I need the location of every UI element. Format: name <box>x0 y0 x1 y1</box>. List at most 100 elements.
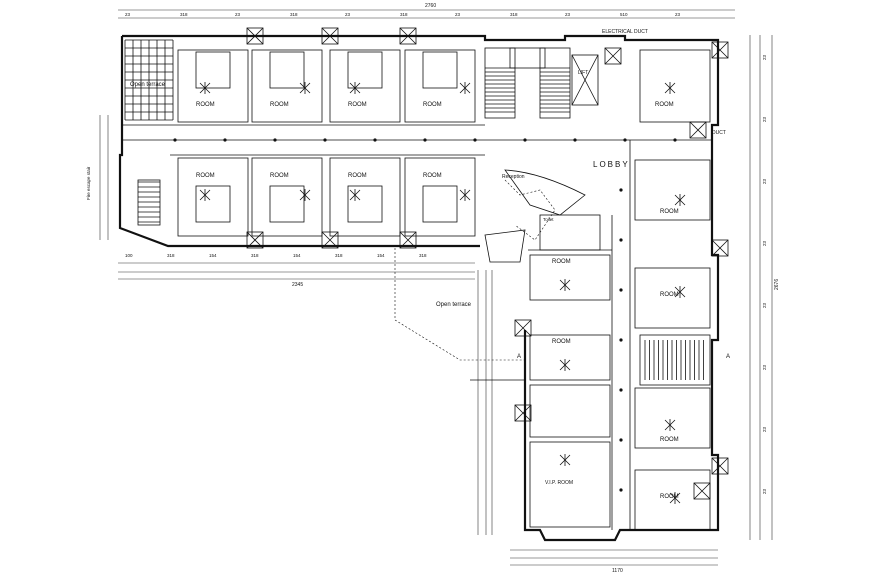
toilet <box>195 51 231 89</box>
room <box>634 159 711 221</box>
bottom-dim-value: 318 <box>167 253 175 258</box>
room <box>329 157 401 237</box>
room-label: ROOM <box>660 494 679 500</box>
top-dim-value: 23 <box>455 12 461 17</box>
light-dot <box>619 238 623 242</box>
light-dot <box>373 138 377 142</box>
room <box>177 49 249 123</box>
lobby-label: LOBBY <box>593 160 630 169</box>
room-label: ROOM <box>552 339 571 345</box>
top-dim-value: 23 <box>235 12 241 17</box>
duct-cross <box>514 404 532 422</box>
electrical-duct-label: ELECTRICAL DUCT <box>602 29 648 35</box>
duct-cross <box>321 27 339 45</box>
room-label: ROOM <box>196 173 215 179</box>
duct-cross <box>514 319 532 337</box>
bottom-dim-value: 318 <box>335 253 343 258</box>
light-dot <box>173 138 177 142</box>
bottom-dim-value: 154 <box>209 253 217 258</box>
toilet <box>347 185 383 223</box>
room <box>529 254 611 301</box>
ceiling-fans <box>199 82 686 504</box>
room <box>251 157 323 237</box>
light-dot <box>423 138 427 142</box>
duct-cross <box>711 239 729 257</box>
room-label: ROOM <box>423 173 442 179</box>
main-stair <box>484 47 571 119</box>
open-terrace-label: Open terrace <box>130 82 166 88</box>
room <box>404 49 476 123</box>
right-dim-value: 23 <box>762 364 767 370</box>
duct-box <box>604 47 622 65</box>
bottom-dim-value: 100 <box>125 253 133 258</box>
right-dim-value: 23 <box>762 178 767 184</box>
room <box>529 384 611 438</box>
top-dim-value: 23 <box>125 12 131 17</box>
vip-room-label: V.I.P. ROOM <box>545 480 573 486</box>
toilet <box>269 51 305 89</box>
room <box>529 334 611 381</box>
light-dot <box>523 138 527 142</box>
right-dim-value: 23 <box>762 54 767 60</box>
toilet <box>269 185 305 223</box>
duct-cross <box>399 27 417 45</box>
lobby: LOBBY Reception Toilet <box>484 160 630 263</box>
lift: LIFT <box>571 54 599 106</box>
duct-box <box>321 231 339 249</box>
room-label: ROOM <box>196 102 215 108</box>
light-dot <box>223 138 227 142</box>
light-dot <box>573 138 577 142</box>
duct-boxes <box>246 27 729 500</box>
top-dim-value: 23 <box>675 12 681 17</box>
light-dot <box>619 288 623 292</box>
room <box>329 49 401 123</box>
dim-total-right: 2676 <box>774 279 780 290</box>
top-dim-value: 510 <box>620 12 628 17</box>
top-dim-value: 23 <box>345 12 351 17</box>
toilet <box>195 185 231 223</box>
light-dot <box>619 188 623 192</box>
duct-cross <box>711 41 729 59</box>
building-outline <box>118 34 720 542</box>
light-dot <box>473 138 477 142</box>
duct-cross <box>246 231 264 249</box>
duct-cross <box>689 121 707 139</box>
toilet <box>422 185 458 223</box>
fire-escape-stair: Fire escape stair <box>86 166 161 226</box>
top-dim-value: 318 <box>400 12 408 17</box>
top-dim-value: 318 <box>180 12 188 17</box>
light-dot <box>623 138 627 142</box>
room-label: ROOM <box>348 102 367 108</box>
room-label: ROOM <box>270 102 289 108</box>
right-dim-value: 23 <box>762 116 767 122</box>
dim-total-top: 2760 <box>425 3 436 9</box>
room-label: ROOM <box>348 173 367 179</box>
middle-row-rooms: ROOM ROOM ROOM ROOM <box>177 157 476 237</box>
duct-box <box>514 404 532 422</box>
light-dot <box>673 138 677 142</box>
room-label: ROOM <box>423 102 442 108</box>
room <box>634 387 711 449</box>
room-label: ROOM <box>552 259 571 265</box>
duct-box <box>246 27 264 45</box>
toilet <box>347 51 383 89</box>
bottom-dim-value: 318 <box>419 253 427 258</box>
fire-escape-label: Fire escape stair <box>86 166 91 200</box>
duct-box <box>689 121 707 139</box>
open-terrace-label-2: Open terrace <box>436 302 472 308</box>
duct-box <box>514 319 532 337</box>
room-label: ROOM <box>660 292 679 298</box>
duct-cross <box>399 231 417 249</box>
dimension-lines <box>99 9 773 566</box>
room <box>177 157 249 237</box>
duct-cross <box>321 231 339 249</box>
duct-cross <box>711 457 729 475</box>
right-dim-value: 23 <box>762 426 767 432</box>
room-label: ROOM <box>270 173 289 179</box>
dim-total-bottom: 1170 <box>612 568 623 574</box>
duct-cross <box>693 482 711 500</box>
duct-box <box>693 482 711 500</box>
